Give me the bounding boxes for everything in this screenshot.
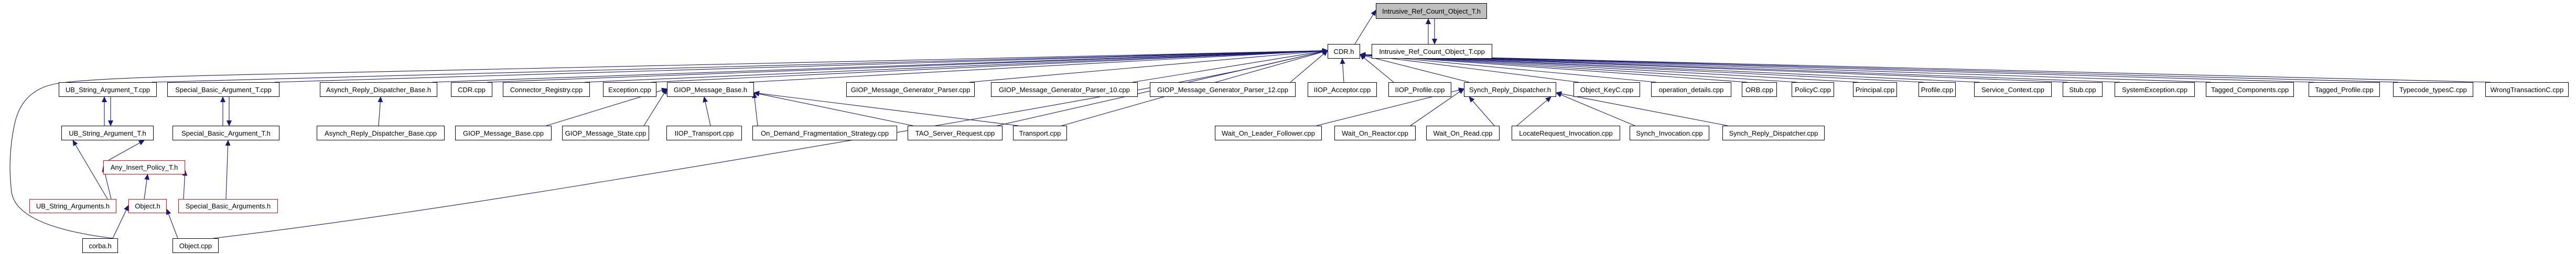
include-edge — [1360, 53, 1470, 83]
include-edge — [1556, 92, 1635, 126]
graph-node-system_exception_cpp[interactable]: SystemException.cpp — [2115, 82, 2195, 97]
graph-node-service_context_cpp[interactable]: Service_Context.cpp — [1974, 82, 2052, 97]
include-edge — [144, 174, 150, 200]
graph-node-connector_registry_cpp[interactable]: Connector_Registry.cpp — [503, 82, 590, 97]
graph-node-gmgp10_cpp[interactable]: GIOP_Message_Generator_Parser_10.cpp — [991, 82, 1138, 97]
include-edge — [1360, 52, 2399, 83]
graph-node-object_keyc_cpp[interactable]: Object_KeyC.cpp — [1573, 82, 1640, 97]
graph-node-orb_cpp[interactable]: ORB.cpp — [1742, 82, 1777, 97]
include-edge — [1360, 52, 1657, 83]
graph-node-intrusive_cpp[interactable]: Intrusive_Ref_Count_Object_T.cpp — [1372, 44, 1492, 59]
graph-node-tagged_profile_cpp[interactable]: Tagged_Profile.cpp — [2309, 82, 2380, 97]
include-edge — [1360, 52, 1924, 83]
graph-node-stub_cpp[interactable]: Stub.cpp — [2063, 82, 2103, 97]
graph-node-special_basic_argument_t_cpp[interactable]: Special_Basic_Argument_T.cpp — [167, 82, 279, 97]
include-edge — [378, 96, 383, 126]
edge-group — [9, 9, 2491, 239]
include-edge — [1354, 9, 1376, 45]
graph-node-principal_cpp[interactable]: Principal.cpp — [1853, 82, 1897, 97]
include-edge — [9, 48, 1328, 239]
graph-node-corba_h[interactable]: corba.h — [82, 238, 118, 253]
graph-node-object_h[interactable]: Object.h — [128, 199, 167, 213]
graph-node-ub_string_argument_t_cpp[interactable]: UB_String_Argument_T.cpp — [59, 82, 157, 97]
graph-node-iiop_profile_cpp[interactable]: IIOP_Profile.cpp — [1388, 82, 1451, 97]
graph-node-giop_message_base_h[interactable]: GIOP_Message_Base.h — [667, 82, 754, 97]
graph-node-special_basic_arguments_h[interactable]: Special_Basic_Arguments.h — [178, 199, 278, 213]
graph-node-locate_request_invocation_cpp[interactable]: LocateRequest_Invocation.cpp — [1512, 126, 1620, 140]
include-edge — [1360, 52, 2120, 83]
graph-node-object_cpp[interactable]: Object.cpp — [173, 238, 219, 253]
graph-node-synch_invocation_cpp[interactable]: Synch_Invocation.cpp — [1630, 126, 1709, 140]
include-edge — [487, 48, 1328, 83]
graph-node-cdr_cpp[interactable]: CDR.cpp — [451, 82, 492, 97]
graph-node-any_insert_policy_t_h[interactable]: Any_Insert_Policy_T.h — [103, 160, 185, 174]
include-edge — [651, 48, 1328, 83]
include-edge — [1132, 49, 1328, 83]
include-edge — [703, 96, 711, 126]
include-edge — [748, 48, 1328, 83]
include-edge — [72, 140, 108, 200]
graph-node-typecode_typesc_cpp[interactable]: Typecode_typesC.cpp — [2393, 82, 2473, 97]
graph-node-iiop_transport_cpp[interactable]: IIOP_Transport.cpp — [666, 126, 742, 140]
graph-node-synch_reply_dispatcher_h[interactable]: Synch_Reply_Dispatcher.h — [1464, 82, 1556, 97]
include-edge — [151, 48, 1328, 83]
include-edge — [1360, 52, 2068, 83]
include-edge — [182, 170, 188, 200]
graph-node-ub_string_argument_t_h[interactable]: UB_String_Argument_T.h — [61, 126, 154, 140]
include-edge — [1516, 96, 1551, 126]
include-edge — [225, 140, 231, 200]
include-edge — [112, 205, 129, 239]
graph-node-special_basic_argument_t_h[interactable]: Special_Basic_Argument_T.h — [173, 126, 279, 140]
include-edge — [753, 91, 1019, 126]
include-edge — [108, 140, 145, 161]
include-edge — [1360, 52, 2491, 83]
graph-node-ub_string_arguments_h[interactable]: UB_String_Arguments.h — [29, 199, 116, 213]
graph-node-wait_on_read_cpp[interactable]: Wait_On_Read.cpp — [1426, 126, 1500, 140]
include-edge — [432, 48, 1328, 83]
include-edge — [166, 208, 178, 239]
include-edge — [1360, 52, 1748, 83]
graph-node-tao_server_request_cpp[interactable]: TAO_Server_Request.cpp — [908, 126, 1003, 140]
include-edge — [1360, 52, 1859, 83]
graph-node-giop_message_base_cpp[interactable]: GIOP_Message_Base.cpp — [455, 126, 552, 140]
graph-node-giop_message_state_cpp[interactable]: GIOP_Message_State.cpp — [562, 126, 649, 140]
graph-node-exception_cpp[interactable]: Exception.cpp — [603, 82, 656, 97]
include-edge — [1469, 96, 1495, 126]
include-edge — [1360, 52, 1579, 83]
include-edge — [643, 88, 667, 126]
include-edge — [1360, 52, 1980, 83]
graph-node-root[interactable]: Intrusive_Ref_Count_Object_T.h — [1376, 3, 1487, 19]
include-edge — [1360, 54, 1394, 83]
include-edge — [969, 48, 1328, 83]
include-edge — [274, 48, 1328, 83]
graph-node-asynch_reply_dispatcher_base_h[interactable]: Asynch_Reply_Dispatcher_Base.h — [320, 82, 437, 97]
graph-node-synch_reply_dispatcher_cpp[interactable]: Synch_Reply_Dispatcher.cpp — [1722, 126, 1825, 140]
graph-node-on_demand_fragmentation_strategy_cpp[interactable]: On_Demand_Fragmentation_Strategy.cpp — [752, 126, 897, 140]
graph-node-policyc_cpp[interactable]: PolicyC.cpp — [1792, 82, 1834, 97]
graph-node-wrong_transactionc_cpp[interactable]: WrongTransactionC.cpp — [2485, 82, 2569, 97]
include-edge — [753, 91, 913, 126]
graph-node-wait_on_leader_follower_cpp[interactable]: Wait_On_Leader_Follower.cpp — [1215, 126, 1322, 140]
graph-node-cdr_h[interactable]: CDR.h — [1328, 44, 1360, 59]
include-edge — [1556, 91, 1728, 126]
include-edge — [1360, 52, 1797, 83]
include-edge — [1410, 89, 1464, 126]
include-edge — [1340, 58, 1345, 83]
include-edge — [1360, 52, 2212, 83]
graph-node-tagged_components_cpp[interactable]: Tagged_Components.cpp — [2206, 82, 2294, 97]
graph-node-transport_cpp[interactable]: Transport.cpp — [1013, 126, 1067, 140]
graph-node-wait_on_reactor_cpp[interactable]: Wait_On_Reactor.cpp — [1334, 126, 1416, 140]
graph-node-gmgp_cpp[interactable]: GIOP_Message_Generator_Parser.cpp — [846, 82, 975, 97]
graph-node-profile_cpp[interactable]: Profile.cpp — [1918, 82, 1956, 97]
include-edge — [1290, 50, 1328, 83]
include-edge — [584, 48, 1328, 83]
include-edge — [752, 92, 758, 126]
graph-node-iiop_acceptor_cpp[interactable]: IIOP_Acceptor.cpp — [1308, 82, 1377, 97]
include-edge — [1360, 52, 2314, 83]
graph-node-gmgp12_cpp[interactable]: GIOP_Message_Generator_Parser_12.cpp — [1150, 82, 1296, 97]
graph-node-operation_details_cpp[interactable]: operation_details.cpp — [1651, 82, 1731, 97]
graph-node-asynch_reply_dispatcher_base_cpp[interactable]: Asynch_Reply_Dispatcher_Base.cpp — [317, 126, 445, 140]
